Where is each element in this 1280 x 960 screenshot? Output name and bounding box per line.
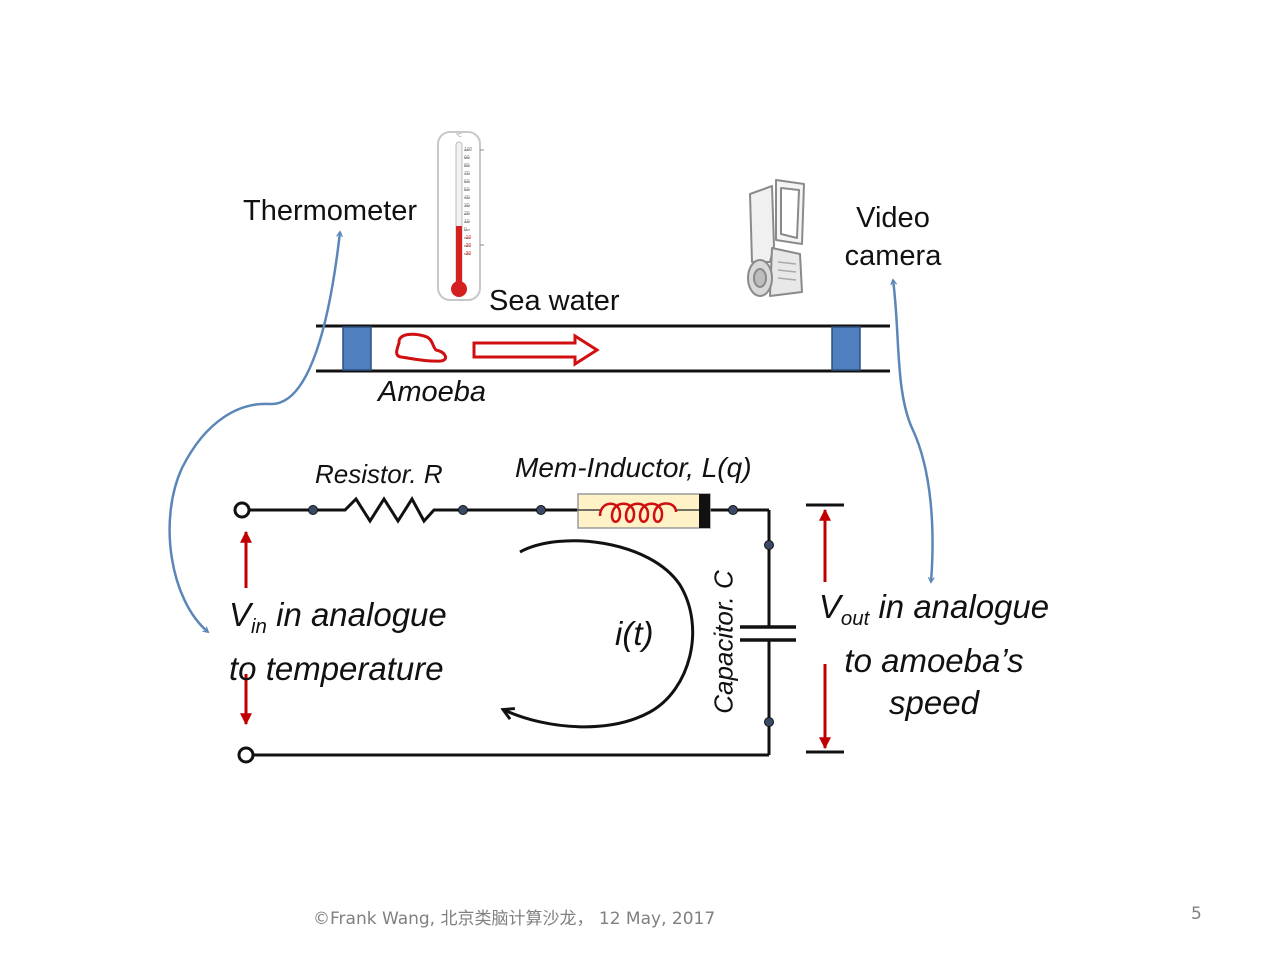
amoeba-shape [395,332,448,363]
vout-bracket [806,503,844,754]
footer-credit: ©Frank Wang, 北京类脑计算沙龙， 12 May, 2017 [313,909,716,929]
tube-plug-right [831,326,861,371]
thermometer-tick-label: 70 [464,171,470,177]
video-camera-label-line2: camera [844,240,942,272]
tube-plug-left [342,326,372,371]
video-camera-icon [747,179,805,297]
thermometer-link-arrow [168,232,340,632]
thermometer-tick-label: -10 [464,235,472,241]
mem-inductor-label: Mem-Inductor, L(q) [515,452,752,483]
mem-inductor-symbol [577,493,711,529]
vin-label-line2: to temperature [229,650,444,688]
thermometer-tick-label: -20 [464,243,472,249]
thermometer-tick-label: 100 [464,147,473,153]
thermometer-tick-label: 20 [464,211,470,217]
vout-label-line2: to amoeba’s [844,642,1024,680]
resistor-label: Resistor. R [315,459,443,489]
thermometer-tick-label: 80 [464,163,470,169]
thermometer-tick-label: 50 [464,187,470,193]
camera-link-arrow [893,280,933,582]
thermometer-tick-label: 40 [464,195,470,201]
vin-text: in analogue [266,596,447,633]
resistor-symbol [313,496,463,524]
vout-label-line1: Vout in analogue [808,586,1060,640]
motion-arrow [472,333,600,367]
capacitor-label: Capacitor. C [708,570,739,714]
vout-label-line3: speed [889,684,979,722]
vin-symbol: V [229,596,252,633]
thermometer-tick-label: 90 [464,155,470,161]
vout-label: Vout in analogue to amoeba’s speed [808,586,1060,724]
vout-text: in analogue [869,588,1050,625]
amoeba-label: Amoeba [378,376,487,408]
vin-subscript: in [251,615,267,639]
vout-subscript: out [840,607,870,631]
video-camera-label: Video camera [839,199,947,275]
thermometer-tick-label: 0 [464,227,467,233]
circuit [250,496,796,757]
current-loop-arrow [504,539,695,729]
thermometer-tick-label: 60 [464,179,470,185]
current-label: i(t) [615,615,654,652]
vin-label-line1: Vin in analogue [229,594,447,648]
thermometer-tick-label: -30 [464,251,472,257]
thermometer-tick-label: 10 [464,219,470,225]
vin-label: Vin in analogue to temperature [229,594,447,690]
sea-water-label: Sea water [489,285,620,317]
sea-water-tube [316,324,890,373]
page-number: 5 [1191,904,1202,924]
thermometer-unit: °C [456,133,462,139]
thermometer-label: Thermometer [243,195,418,227]
thermometer-tick-label: 30 [464,203,470,209]
input-terminal-bottom [237,746,255,764]
thermometer-icon [437,131,484,301]
vout-symbol: V [818,588,841,625]
video-camera-label-line1: Video [856,202,930,234]
input-terminal-top [233,501,251,519]
